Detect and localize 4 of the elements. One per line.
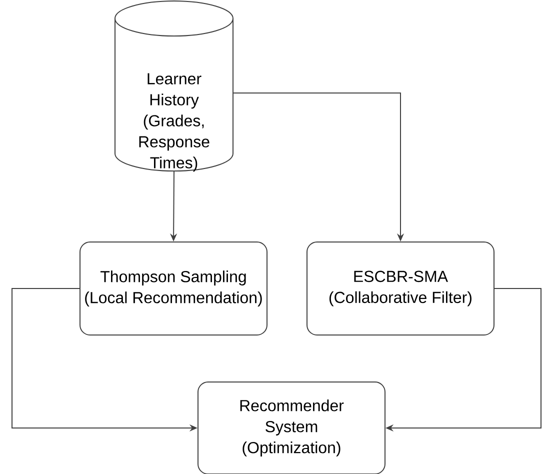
process-box: Recommender System (Optimization) [198,382,386,474]
database-cylinder: Learner History (Grades, Response Times) [114,0,234,172]
process-box: Thompson Sampling (Local Recommendation) [80,242,268,336]
process-box: ESCBR-SMA (Collaborative Filter) [306,242,494,336]
